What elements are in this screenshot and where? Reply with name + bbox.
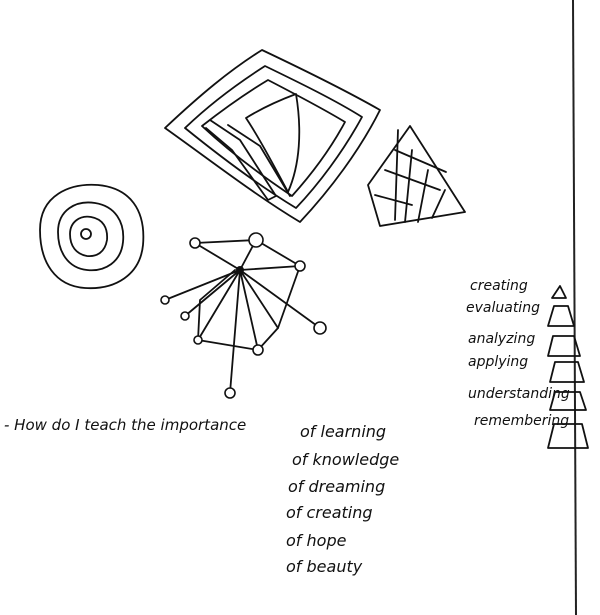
network-graph-doodle	[160, 232, 327, 399]
bloom-pyramid-doodle	[547, 285, 589, 449]
page-edge	[572, 0, 577, 615]
question-item-5: of hope	[286, 531, 347, 550]
nested-rhombus-doodle	[164, 49, 381, 223]
bloom-level-4: applying	[468, 354, 528, 370]
question-item-4: of creating	[286, 503, 373, 522]
hatched-triangle-doodle	[367, 125, 466, 227]
bloom-level-2: evaluating	[466, 300, 540, 316]
bloom-level-1: creating	[470, 278, 528, 294]
question-item-2: of knowledge	[292, 450, 399, 469]
bloom-level-6: remembering	[474, 413, 569, 429]
bloom-level-3: analyzing	[468, 331, 535, 347]
question-prefix: - How do I teach the importance	[4, 416, 246, 434]
question-item-1: of learning	[300, 422, 386, 441]
question-item-3: of dreaming	[288, 477, 385, 496]
concentric-circles-doodle	[39, 183, 145, 289]
bloom-level-5: understanding	[468, 386, 570, 402]
handwritten-question: - How do I teach the importance of learn…	[4, 416, 399, 576]
bloom-taxonomy-list: creating evaluating analyzing applying u…	[466, 278, 570, 429]
question-item-6: of beauty	[286, 557, 363, 576]
